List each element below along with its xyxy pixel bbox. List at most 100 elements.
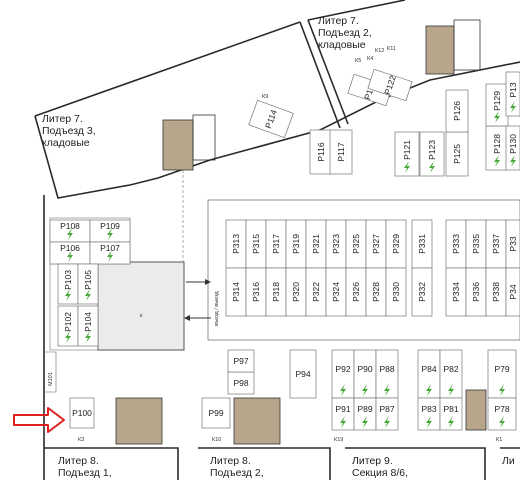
parking-spot-p319[interactable]: Р319	[285, 219, 307, 269]
ev-charger-icon	[448, 384, 454, 396]
parking-spot-p328[interactable]: Р328	[365, 267, 387, 317]
parking-spot-p329[interactable]: Р329	[385, 219, 407, 269]
parking-spot-number: Р102	[63, 312, 73, 332]
parking-spot-p126[interactable]: Р126	[445, 89, 469, 133]
parking-spot-p314[interactable]: Р314	[225, 267, 247, 317]
parking-spot-p323[interactable]: Р323	[325, 219, 347, 269]
wall-top-right	[307, 0, 406, 21]
parking-spot-p13x[interactable]: Р13	[505, 71, 520, 117]
parking-spot-p88[interactable]: Р88	[375, 349, 399, 399]
label-k5: К5	[355, 58, 361, 64]
parking-spot-outline	[367, 68, 413, 102]
parking-spot-p99[interactable]: Р99	[201, 397, 231, 429]
parking-spot-p34x[interactable]: Р34	[505, 267, 520, 317]
parking-spot-p107[interactable]: Р107	[89, 241, 131, 265]
parking-spot-p130[interactable]: Р130	[505, 125, 520, 171]
ev-charger-icon	[65, 289, 71, 301]
parking-spot-p327[interactable]: Р327	[365, 219, 387, 269]
parking-spot-number: Р320	[291, 282, 301, 302]
parking-spot-p106[interactable]: Р106	[49, 241, 91, 265]
ev-charger-icon	[107, 228, 113, 240]
parking-spot-p333[interactable]: Р333	[445, 219, 467, 269]
parking-spot-p122[interactable]: Р122	[367, 68, 413, 102]
parking-spot-p325[interactable]: Р325	[345, 219, 367, 269]
parking-spot-p108[interactable]: Р108	[49, 219, 91, 243]
parking-spot-p318[interactable]: Р318	[265, 267, 287, 317]
parking-spot-number: Р316	[251, 282, 261, 302]
parking-spot-number: Р89	[357, 404, 372, 414]
parking-spot-p123[interactable]: Р123	[419, 131, 445, 177]
parking-spot-p92[interactable]: Р92	[331, 349, 355, 399]
parking-spot-p109[interactable]: Р109	[89, 219, 131, 243]
parking-spot-p90[interactable]: Р90	[353, 349, 377, 399]
parking-spot-p116[interactable]: Р116	[309, 129, 333, 175]
label-liter7-entrance2: Литер 7.Подъезд 2,кладовые	[318, 15, 372, 51]
parking-spot-outline	[69, 397, 95, 429]
label-k3: К3	[78, 437, 84, 443]
parking-spot-p321[interactable]: Р321	[305, 219, 327, 269]
parking-spot-p79[interactable]: Р79	[487, 349, 517, 399]
parking-spot-p324[interactable]: Р324	[325, 267, 347, 317]
parking-spot-p87[interactable]: Р87	[375, 397, 399, 431]
label-k1: К1	[496, 437, 502, 443]
parking-spot-p100[interactable]: Р100	[69, 397, 95, 429]
parking-spot-p315[interactable]: Р315	[245, 219, 267, 269]
parking-spot-p97[interactable]: Р97	[227, 349, 255, 373]
parking-spot-p98[interactable]: Р98	[227, 371, 255, 395]
parking-spot-number: Р319	[291, 234, 301, 254]
parking-spot-p332[interactable]: Р332	[411, 267, 433, 317]
parking-spot-p102[interactable]: Р102	[57, 305, 79, 347]
parking-spot-number: Р88	[379, 364, 394, 374]
parking-spot-p84[interactable]: Р84	[417, 349, 441, 399]
parking-spot-number: Р318	[271, 282, 281, 302]
parking-spot-p335[interactable]: Р335	[465, 219, 487, 269]
parking-spot-number: Р90	[357, 364, 372, 374]
parking-spot-p78[interactable]: Р78	[487, 397, 517, 431]
parking-spot-p105[interactable]: Р105	[77, 263, 99, 305]
parking-spot-p317[interactable]: Р317	[265, 219, 287, 269]
parking-spot-p94[interactable]: Р94	[289, 349, 317, 399]
parking-spot-p338[interactable]: Р338	[485, 267, 507, 317]
ev-charger-icon	[362, 384, 368, 396]
parking-spot-number: Р330	[391, 282, 401, 302]
ev-charger-icon	[85, 331, 91, 343]
parking-spot-p91[interactable]: Р91	[331, 397, 355, 431]
parking-spot-p104[interactable]: Р104	[77, 305, 99, 347]
parking-spot-p337[interactable]: Р337	[485, 219, 507, 269]
parking-spot-outline	[411, 267, 433, 317]
stair-core-liter7-2-room	[453, 19, 481, 71]
parking-spot-p336[interactable]: Р336	[465, 267, 487, 317]
parking-spot-number: Р126	[452, 101, 462, 121]
parking-spot-p121[interactable]: Р121	[394, 131, 420, 177]
wall-liter7-2-left-b	[307, 19, 349, 125]
parking-spot-p128[interactable]: Р128	[485, 125, 509, 171]
parking-spot-number: Р116	[316, 142, 326, 161]
parking-spot-p81[interactable]: Р81	[439, 397, 463, 431]
parking-spot-p89[interactable]: Р89	[353, 397, 377, 431]
parking-spot-number: Р315	[251, 234, 261, 254]
parking-spot-p316[interactable]: Р316	[245, 267, 267, 317]
parking-spot-p114[interactable]: Р114	[248, 99, 294, 139]
parking-spot-p117[interactable]: Р117	[329, 129, 353, 175]
parking-spot-p322[interactable]: Р322	[305, 267, 327, 317]
parking-spot-number: Р322	[311, 282, 321, 302]
parking-spot-p331[interactable]: Р331	[411, 219, 433, 269]
parking-spot-p334[interactable]: Р334	[445, 267, 467, 317]
parking-spot-number: Р336	[471, 282, 481, 302]
parking-spot-p83[interactable]: Р83	[417, 397, 441, 431]
ev-charger-icon	[65, 331, 71, 343]
parking-spot-p326[interactable]: Р326	[345, 267, 367, 317]
parking-spot-p330[interactable]: Р330	[385, 267, 407, 317]
parking-spot-p129[interactable]: Р129	[485, 83, 509, 127]
parking-spot-number: Р337	[491, 234, 501, 254]
parking-spot-number: Р78	[494, 404, 509, 414]
central-island	[207, 199, 520, 341]
wall-south-3	[345, 447, 486, 480]
parking-spot-p82[interactable]: Р82	[439, 349, 463, 399]
parking-spot-p313[interactable]: Р313	[225, 219, 247, 269]
parking-spot-p125[interactable]: Р125	[445, 131, 469, 177]
parking-spot-p103[interactable]: Р103	[57, 263, 79, 305]
parking-spot-p320[interactable]: Р320	[285, 267, 307, 317]
parking-spot-p33x[interactable]: Р33	[505, 219, 520, 269]
ramp-area	[97, 261, 185, 351]
